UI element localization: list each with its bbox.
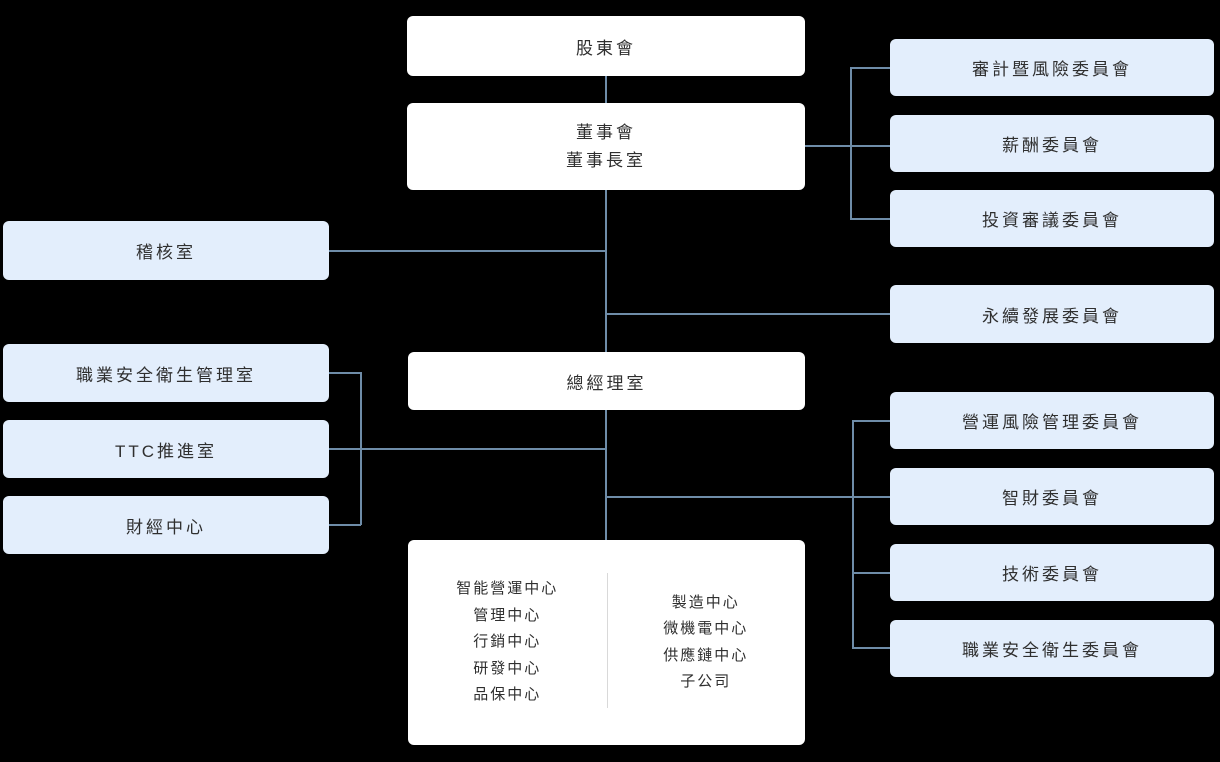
connector-audit-risk: [850, 67, 890, 69]
center-item: 智能營運中心: [456, 580, 559, 598]
connector-internal-audit: [329, 250, 606, 252]
node-ip-committee: 智財委員會: [890, 468, 1214, 525]
center-item: 子公司: [680, 673, 732, 690]
node-sustainability-committee: 永續發展委員會: [890, 285, 1214, 343]
center-item: 行銷中心: [473, 633, 542, 651]
bracket-top-right: [850, 67, 852, 220]
bracket-bottom-right: [852, 420, 854, 648]
centers-column-divider: [606, 573, 608, 708]
node-operation-centers: 智能營運中心 管理中心 行銷中心 研發中心 品保中心 製造中心 微機電中心 供應…: [408, 540, 805, 745]
center-item: 管理中心: [473, 606, 542, 624]
node-operational-risk-committee: 營運風險管理委員會: [890, 392, 1214, 449]
node-ttc-promotion-office: TTC推進室: [3, 420, 329, 478]
connector-shareholders-board: [605, 76, 607, 103]
center-item: 製造中心: [671, 593, 740, 611]
centers-column-right: 製造中心 微機電中心 供應鏈中心 子公司: [607, 540, 806, 745]
node-board-labels: 董事會 董事長室: [566, 119, 646, 175]
centers-column-left: 智能營運中心 管理中心 行銷中心 研發中心 品保中心: [408, 540, 607, 745]
connector-ttc-office: [329, 448, 606, 450]
node-ohs-committee: 職業安全衛生委員會: [890, 620, 1214, 677]
connector-board-committees: [805, 145, 890, 147]
connector-investment-review: [850, 218, 890, 220]
center-item: 研發中心: [473, 659, 542, 677]
connector-sustainability: [606, 313, 890, 315]
center-item: 微機電中心: [663, 620, 749, 637]
board-label-line2: 董事長室: [566, 150, 646, 170]
connector-ohs-office: [329, 372, 361, 374]
center-item: 品保中心: [473, 686, 542, 704]
center-item: 供應鏈中心: [663, 646, 749, 664]
board-label-line1: 董事會: [576, 122, 636, 142]
node-board: 董事會 董事長室: [407, 103, 805, 190]
node-shareholders: 股東會: [407, 16, 805, 76]
connector-technology: [852, 572, 890, 574]
node-internal-audit-office: 稽核室: [3, 221, 329, 280]
node-investment-review-committee: 投資審議委員會: [890, 190, 1214, 247]
node-ohs-management-office: 職業安全衛生管理室: [3, 344, 329, 402]
connector-operational-risk: [852, 420, 890, 422]
node-technology-committee: 技術委員會: [890, 544, 1214, 601]
node-finance-center: 財經中心: [3, 496, 329, 554]
connector-finance-center: [329, 524, 361, 526]
node-president-office: 總經理室: [408, 352, 805, 410]
connector-ohs-committee: [852, 647, 890, 649]
node-audit-risk-committee: 審計暨風險委員會: [890, 39, 1214, 96]
node-compensation-committee: 薪酬委員會: [890, 115, 1214, 172]
connector-ip-committee: [606, 496, 890, 498]
